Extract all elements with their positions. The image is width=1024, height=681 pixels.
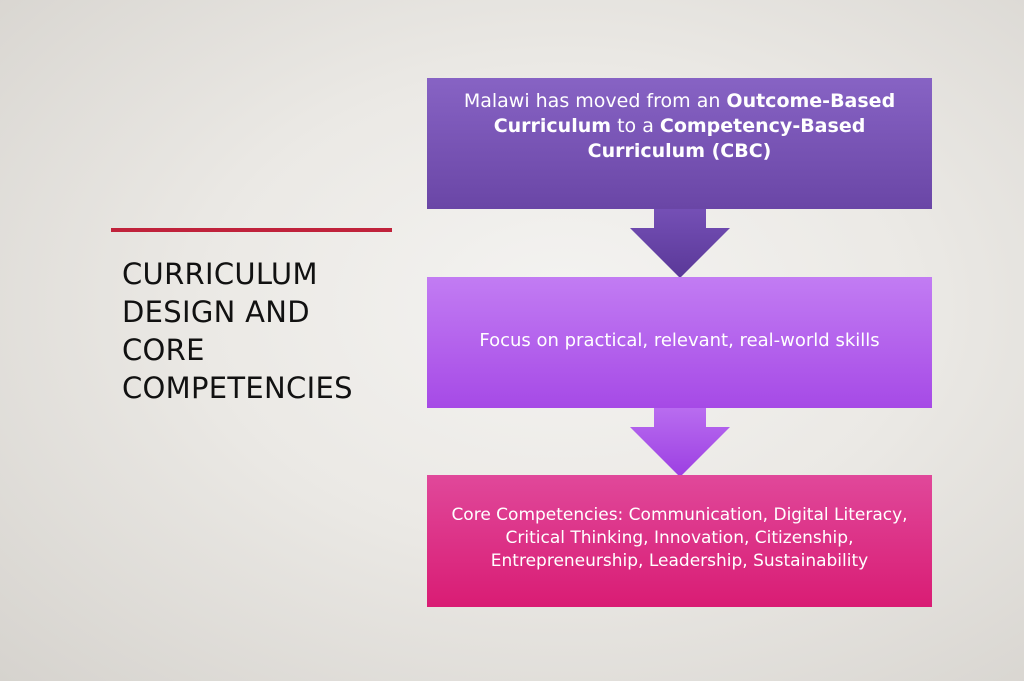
- flow-step-3-text: Core Competencies: Communication, Digita…: [451, 504, 908, 571]
- arrow-shape-1: [630, 208, 730, 278]
- title-line-3: CORE: [122, 333, 205, 367]
- flow-step-3: Core Competencies: Communication, Digita…: [427, 475, 932, 607]
- step-1-part-3: to a: [611, 115, 660, 137]
- title-line-4: COMPETENCIES: [122, 371, 353, 405]
- arrow-shape-2: [630, 407, 730, 477]
- step-1-part-1: Malawi has moved from an: [463, 90, 727, 112]
- flow-step-1: Malawi has moved from an Outcome-Based C…: [427, 78, 932, 209]
- down-arrow-connector-2: [630, 407, 730, 477]
- slide-title: CURRICULUM DESIGN AND CORE COMPETENCIES: [122, 255, 412, 407]
- title-line-1: CURRICULUM: [122, 257, 318, 291]
- flow-step-2: Focus on practical, relevant, real-world…: [427, 277, 932, 408]
- step-1-part-2: Outcome-Based Curriculum: [493, 90, 896, 137]
- title-accent-rule: [111, 228, 392, 232]
- down-arrow-connector-1: [630, 208, 730, 278]
- flow-step-2-text: Focus on practical, relevant, real-world…: [479, 329, 880, 351]
- title-line-2: DESIGN AND: [122, 295, 310, 329]
- step-1-part-4: Competency-Based Curriculum (CBC): [587, 115, 866, 162]
- flow-step-1-text: Malawi has moved from an Outcome-Based C…: [441, 89, 918, 164]
